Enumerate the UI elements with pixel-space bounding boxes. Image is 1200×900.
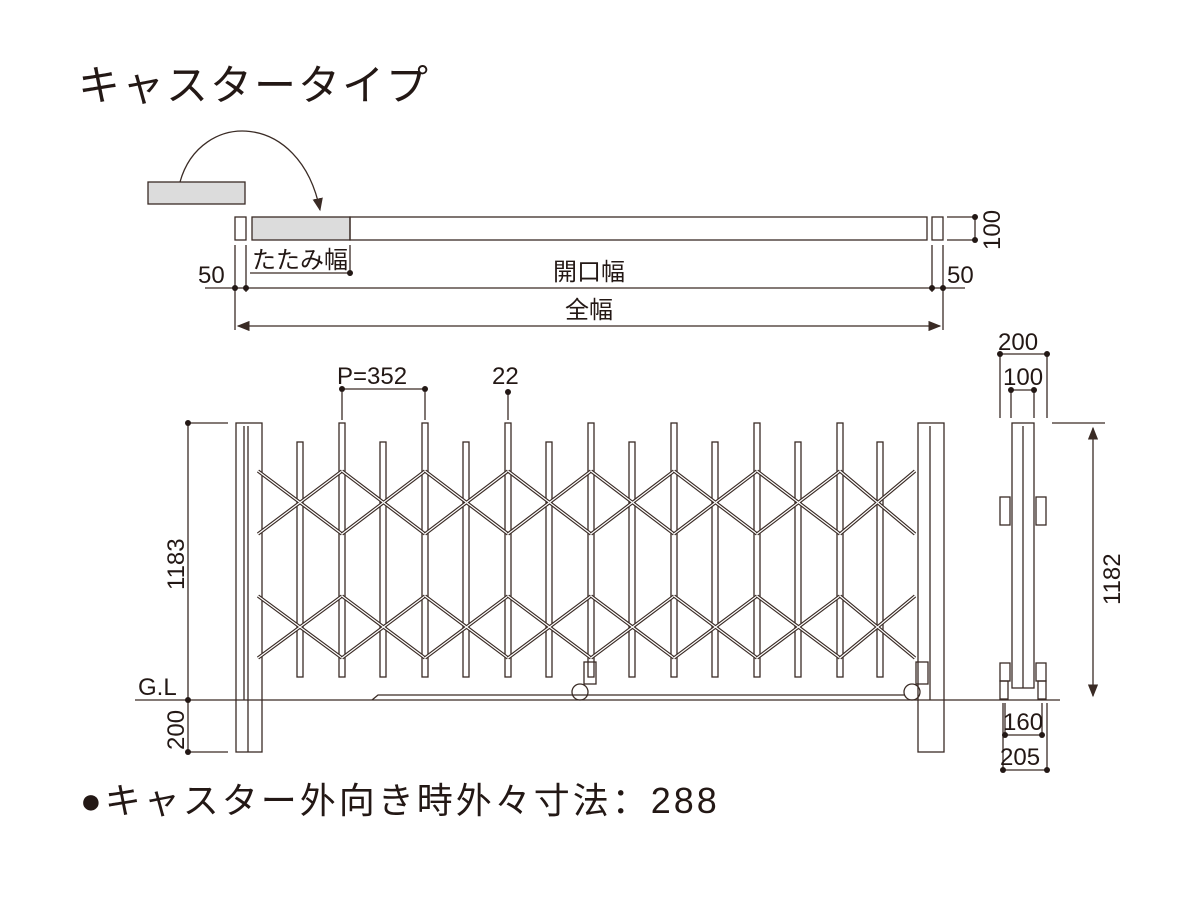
gate-bar-tall [670,422,678,678]
bar-width-label: 22 [492,363,519,390]
scissor-link-inner [257,595,343,659]
caster-wheel [571,683,589,701]
fold-width-label: たたみ幅 [252,247,348,274]
guide-rail [371,694,905,701]
depth-label: 100 [979,210,1006,250]
scissor-link-inner [673,470,758,535]
bullet-icon: ● [80,780,105,821]
gate-bar-tall [504,422,512,678]
gate-bar-tall [836,422,844,678]
dimension-dots [185,214,1050,773]
below-ground-label: 200 [163,710,190,750]
side-height-label: 1182 [1099,553,1126,605]
side-top-inner-label: 100 [1003,364,1043,391]
scissor-link-inner [590,595,675,659]
gate-bar-short [711,441,719,678]
scissor-link-inner [341,595,426,659]
ground-label: G.L [138,674,177,701]
gate-bar-short [794,441,802,678]
caster-wheel [903,683,921,701]
scissor-link-inner [839,595,916,659]
opening-width-label: 開口幅 [553,259,625,286]
gate-bar-short [628,441,636,678]
diagram-title: キャスタータイプ [78,62,431,109]
scissor-link-inner [507,595,592,659]
caster-note-text: キャスター外向き時外々寸法：288 [104,780,720,821]
front-view [135,388,1060,753]
folded-gate-block [147,181,246,205]
height-left-label: 1183 [163,538,190,590]
gate-bar-tall [338,422,346,678]
gate-bar-tall [753,422,761,678]
scissor-link-inner [341,470,426,535]
scissor-link-inner [257,470,343,535]
scissor-link-inner [839,470,916,535]
gate-bar-short [876,441,884,678]
opening-block [349,216,928,241]
side-view [999,353,1105,772]
fold-arrow [179,130,323,212]
total-width-label: 全幅 [565,297,613,324]
right-post [917,422,945,753]
gate-bar-short [462,441,470,678]
gate-bar-tall [421,422,429,678]
fold-width-block [251,216,351,241]
side-top-outer-label: 200 [998,329,1038,356]
left-margin-label: 50 [198,262,225,289]
pitch-label: P=352 [337,363,407,390]
scissor-link-inner [424,595,509,659]
gate-bar-tall [587,422,595,678]
left-post [235,422,263,753]
scissor-link-inner [756,470,841,535]
caster-note: ●キャスター外向き時外々寸法：288 [80,772,720,824]
scissor-link-inner [756,595,841,659]
right-post-plan [931,216,944,241]
scissor-link-inner [590,470,675,535]
plan-view [147,130,976,332]
caster-inner-label: 160 [1003,709,1043,736]
left-post-plan [234,216,247,241]
gate-bar-short [545,441,553,678]
gate-bar-short [379,441,387,678]
scissor-link-inner [507,470,592,535]
caster-outer-label: 205 [1000,744,1040,771]
gate-bar-short [296,441,304,678]
scissor-link-inner [673,595,758,659]
scissor-link-inner [424,470,509,535]
right-margin-label: 50 [947,262,974,289]
